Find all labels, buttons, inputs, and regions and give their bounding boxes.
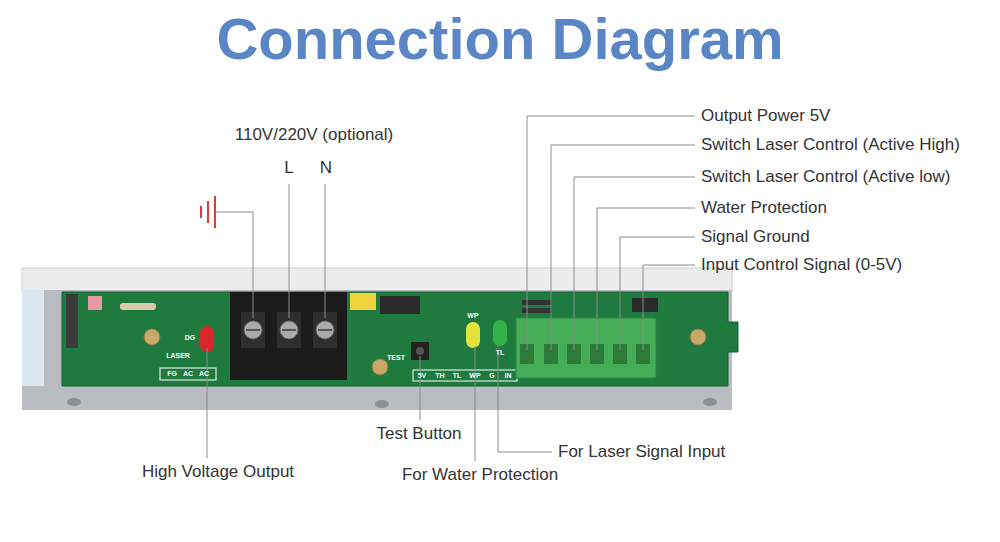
pcb-screw (144, 329, 160, 345)
housing-lid (22, 268, 732, 292)
silkscreen-text: TEST (387, 354, 405, 362)
part-label: For Laser Signal Input (558, 441, 725, 463)
silkscreen-box (413, 370, 517, 381)
leader-lines (207, 116, 695, 461)
housing-edge (22, 290, 44, 386)
part-label: For Water Protection (402, 464, 558, 486)
component-chip (380, 296, 420, 314)
terminal-label: L (284, 157, 293, 179)
silkscreen-text: WP (467, 312, 478, 320)
connector-pink (88, 296, 102, 310)
silkscreen-text: AC (199, 370, 209, 378)
mount-hole (67, 398, 81, 406)
part-label: Test Button (376, 423, 461, 445)
green-led (493, 320, 507, 346)
silkscreen-box (160, 368, 216, 380)
pin-label: Signal Ground (701, 226, 810, 248)
silkscreen-text: 5V (418, 372, 427, 380)
pin-label: Output Power 5V (701, 105, 830, 127)
silkscreen-text: AC (183, 370, 193, 378)
component-chip (632, 298, 658, 312)
silkscreen-text: IN (505, 372, 512, 380)
resistor-symbol (120, 303, 156, 310)
mount-hole (703, 398, 717, 406)
pin-label: Switch Laser Control (Active High) (701, 134, 960, 156)
pin-label: Input Control Signal (0-5V) (701, 254, 902, 276)
silkscreen-text: TL (453, 372, 462, 380)
silkscreen-text: G (489, 372, 494, 380)
part-label: High Voltage Output (142, 461, 294, 483)
silkscreen-text: TH (435, 372, 444, 380)
mount-hole (375, 400, 389, 408)
voltage-label: 110V/220V (optional) (235, 124, 393, 146)
connector-pins (520, 344, 650, 364)
diagram-title: Connection Diagram (216, 6, 783, 72)
silkscreen-text: FG (167, 370, 177, 378)
wire-lead (66, 294, 78, 348)
pin-label: Switch Laser Control (Active low) (701, 166, 950, 188)
pin-label: Water Protection (701, 197, 827, 219)
signal-connector (516, 318, 656, 378)
silkscreen-text: TL (496, 349, 505, 357)
test-button-cap (416, 347, 424, 355)
ground-symbol (201, 196, 215, 228)
pcb-screw (690, 329, 706, 345)
fuse (350, 293, 376, 310)
pcb-board (62, 292, 738, 386)
yellow-led (466, 322, 480, 348)
silkscreen-text: LASER (166, 352, 190, 360)
silkscreen-text: DG (185, 334, 196, 342)
silkscreen-text: WP (469, 372, 480, 380)
terminal-label: N (320, 157, 332, 179)
pcb-screw (372, 359, 388, 375)
